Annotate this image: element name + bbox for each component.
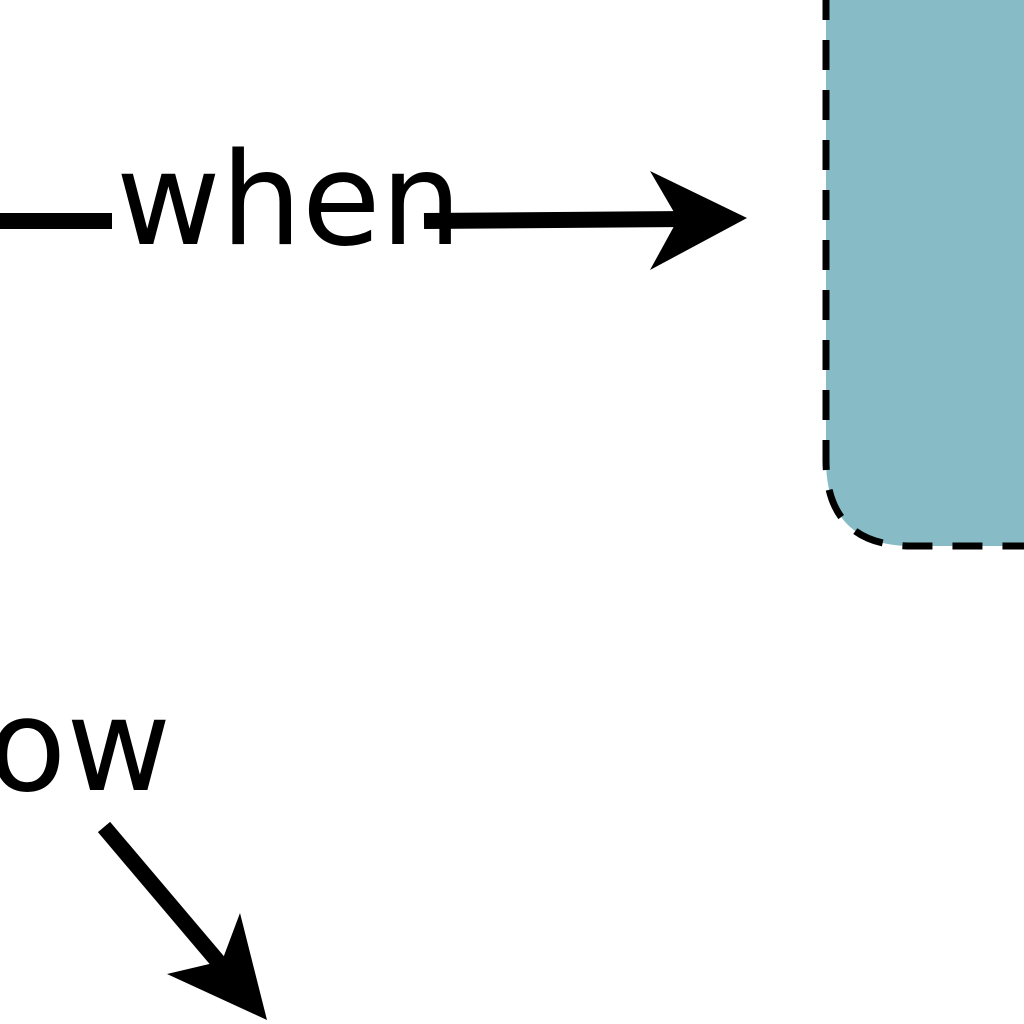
- edge-ow-arrowhead: [167, 913, 267, 1020]
- node-right-shape[interactable]: [822, 0, 1024, 550]
- edge-when-label: when: [116, 126, 462, 275]
- edge-ow[interactable]: ow: [0, 672, 267, 1020]
- edge-ow-line: [97, 821, 233, 977]
- edge-when-line-right: [423, 211, 689, 229]
- edge-when[interactable]: when: [0, 126, 747, 275]
- node-right[interactable]: [822, 0, 1024, 550]
- edge-ow-label: ow: [0, 672, 171, 821]
- edge-when-arrowhead: [650, 171, 747, 270]
